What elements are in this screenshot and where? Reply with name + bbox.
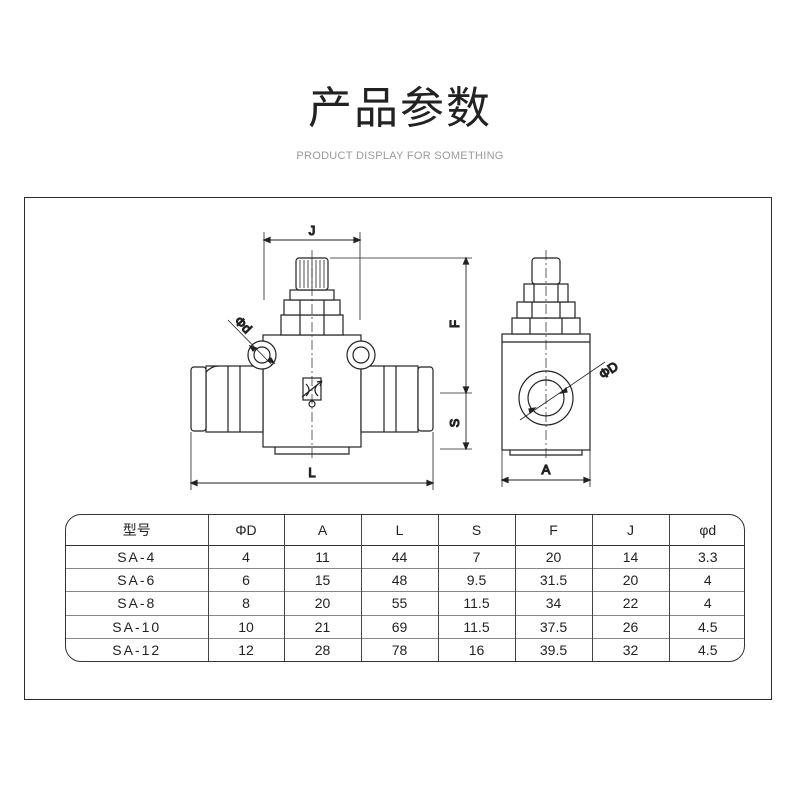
cell: 15 (283, 568, 361, 592)
cell: 11.5 (437, 591, 515, 616)
dim-label-L: L (308, 465, 315, 480)
dim-label-S: S (447, 418, 462, 427)
cell-model: SA-4 (66, 544, 208, 569)
header-J: J (591, 515, 669, 546)
cell: 31.5 (514, 568, 592, 592)
cell: 21 (283, 614, 361, 639)
dim-label-A: A (542, 462, 551, 477)
page-title: 产品参数 (308, 83, 492, 134)
cell: 11 (283, 544, 361, 569)
diagram-frame (24, 197, 772, 700)
cell: 6 (207, 568, 284, 592)
cell: 32 (591, 637, 669, 661)
header-A: A (283, 515, 361, 546)
cell: 4 (668, 591, 744, 616)
cell-model: SA-6 (66, 568, 208, 592)
dim-label-phi-d: Φd (232, 313, 255, 336)
cell: 20 (514, 544, 592, 569)
table-row: SA-4 4 11 44 7 20 14 3.3 (66, 544, 744, 569)
dim-label-F: F (447, 320, 462, 328)
cell: 69 (360, 614, 438, 639)
cell: 8 (207, 591, 284, 616)
cell: 10 (207, 614, 284, 639)
cell: 7 (437, 544, 515, 569)
parameter-table: 型号 ΦD A L S F J φd SA-4 4 11 44 7 20 14 … (66, 515, 744, 661)
front-view: J F S L Φd (189, 222, 472, 490)
cell: 9.5 (437, 568, 515, 592)
table-row: SA-8 8 20 55 11.5 34 22 4 (66, 591, 744, 616)
cell: 4 (668, 568, 744, 592)
header-phi-d: φd (668, 515, 744, 546)
cell: 20 (283, 591, 361, 616)
table-row: SA-6 6 15 48 9.5 31.5 20 4 (66, 568, 744, 592)
cell: 4.5 (668, 637, 744, 661)
cell: 28 (283, 637, 361, 661)
header-L: L (360, 515, 438, 546)
cell: 39.5 (514, 637, 592, 661)
cell: 16 (437, 637, 515, 661)
cell: 14 (591, 544, 669, 569)
side-view: A ΦD (500, 250, 621, 487)
cell: 55 (360, 591, 438, 616)
cell-model: SA-12 (66, 637, 208, 661)
table-row: SA-10 10 21 69 11.5 37.5 26 4.5 (66, 614, 744, 639)
cell: 11.5 (437, 614, 515, 639)
cell: 44 (360, 544, 438, 569)
cell-model: SA-8 (66, 591, 208, 616)
table-row: SA-12 12 28 78 16 39.5 32 4.5 (66, 637, 744, 661)
dim-label-phi-D: ΦD (596, 359, 621, 382)
cell: 37.5 (514, 614, 592, 639)
table-header-row: 型号 ΦD A L S F J φd (66, 515, 744, 546)
header-S: S (437, 515, 515, 546)
cell: 78 (360, 637, 438, 661)
page-subtitle: PRODUCT DISPLAY FOR SOMETHING (296, 150, 504, 162)
cell: 26 (591, 614, 669, 639)
cell: 4.5 (668, 614, 744, 639)
cell: 22 (591, 591, 669, 616)
dim-label-J: J (309, 223, 316, 238)
cell: 34 (514, 591, 592, 616)
cell: 4 (207, 544, 284, 569)
cell-model: SA-10 (66, 614, 208, 639)
cell: 3.3 (668, 544, 744, 569)
cell: 48 (360, 568, 438, 592)
header-model: 型号 (122, 522, 151, 538)
header-phi-D: ΦD (207, 515, 284, 546)
parameter-table-container: 型号 ΦD A L S F J φd SA-4 4 11 44 7 20 14 … (65, 514, 745, 662)
cell: 20 (591, 568, 669, 592)
cell: 12 (207, 637, 284, 661)
header-F: F (514, 515, 592, 546)
